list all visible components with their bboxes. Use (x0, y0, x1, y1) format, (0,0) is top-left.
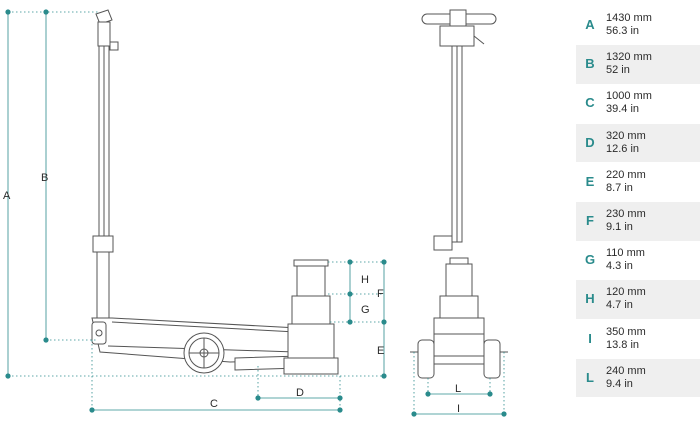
dimension-in: 9.4 in (606, 377, 633, 390)
dimension-l (425, 378, 493, 397)
dimension-in: 56.3 in (606, 25, 640, 37)
front-view-handle (421, 9, 497, 251)
dimension-key: E (585, 173, 595, 189)
dimension-label-e: E (377, 345, 384, 357)
dimension-in: 4.3 in (606, 260, 633, 273)
dimension-label-b: B (41, 172, 48, 184)
dimension-in: 52 in (606, 64, 630, 77)
dimension-key: D (585, 134, 595, 150)
dimension-f (328, 259, 387, 322)
dimension-label-d: D (296, 387, 304, 399)
side-view-cylinder (283, 259, 339, 375)
dimension-in: 9.1 in (606, 220, 633, 233)
front-view (410, 9, 508, 379)
dimension-mm: 320 mm (606, 129, 646, 142)
side-view-handle (92, 9, 119, 319)
jack-technical-drawing: A B C D E F G H I L (3, 9, 508, 417)
dimension-a (5, 9, 384, 379)
dimension-mm: 230 mm (606, 207, 646, 220)
dimension-mm: 240 mm (606, 364, 646, 377)
dimension-mm: 1000 mm (606, 90, 652, 103)
dimension-in: 12.6 in (606, 142, 640, 155)
dimension-b (43, 9, 96, 343)
dimension-d (255, 366, 343, 401)
dimension-key: F (586, 212, 594, 228)
dimension-key: B (585, 56, 595, 72)
dimension-in: 13.8 in (606, 338, 640, 351)
dimension-label-l: L (455, 383, 461, 395)
dimension-key: G (584, 252, 596, 268)
dimension-in: 4.7 in (606, 299, 633, 312)
dimension-label-i: I (457, 403, 460, 415)
side-view (91, 9, 339, 375)
dimension-mm: 350 mm (606, 325, 646, 338)
dimension-mm: 1320 mm (606, 51, 652, 64)
front-view-wheels (410, 339, 508, 379)
dimension-key: H (585, 291, 595, 307)
dimension-label-c: C (210, 398, 218, 410)
dimension-c (89, 340, 343, 413)
dimension-label-h: H (361, 274, 369, 286)
dimension-mm: 110 mm (606, 247, 645, 260)
dimension-i (411, 352, 507, 417)
dimension-h (347, 259, 353, 294)
dimension-mm: 1430 mm (606, 12, 652, 24)
dimension-g (328, 291, 384, 325)
dimension-label-g: G (361, 304, 370, 316)
dimension-in: 39.4 in (606, 103, 640, 116)
dimension-key: A (585, 17, 595, 32)
dimension-mm: 220 mm (606, 168, 646, 181)
dimension-key: C (585, 95, 595, 111)
dimension-key: L (586, 369, 594, 385)
front-view-cylinder (433, 257, 485, 365)
side-view-wheel (183, 332, 225, 374)
dimension-key: I (588, 330, 592, 346)
dimension-label-a: A (3, 190, 11, 202)
dimension-label-f: F (377, 288, 384, 300)
dimension-mm: 120 mm (606, 286, 646, 299)
dimension-in: 8.7 in (606, 181, 633, 194)
